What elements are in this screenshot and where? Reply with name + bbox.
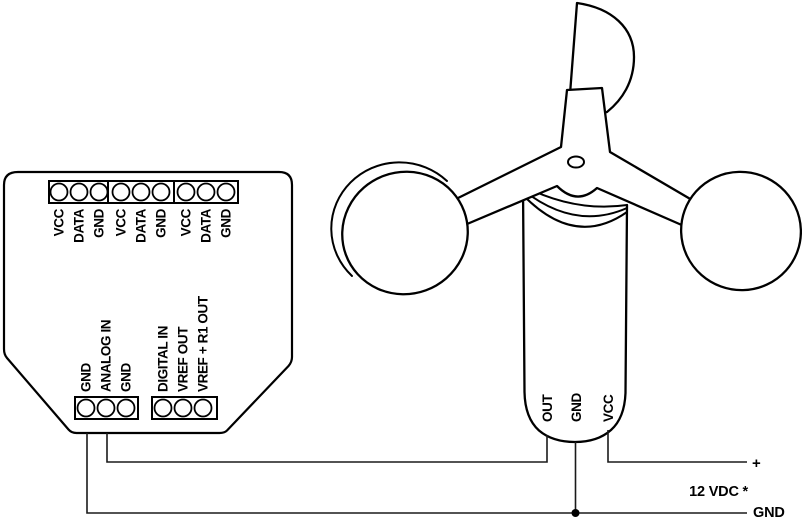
sensor-cap-ring	[522, 194, 628, 228]
pin-label-vref-out: VREF OUT	[176, 326, 191, 392]
pin-label-data: DATA	[72, 208, 87, 243]
digital-pin	[153, 398, 173, 418]
wire-analog-in-to-out	[106, 433, 548, 463]
sensor-label-out: OUT	[540, 394, 555, 422]
pin-label-digital-in: DIGITAL IN	[156, 326, 171, 392]
header-pin	[49, 182, 69, 202]
sensor-label-vcc: VCC	[601, 394, 616, 422]
header-pin	[111, 182, 131, 202]
anemometer-cup-right	[679, 170, 802, 292]
wire-gnd-board-to-bus	[86, 433, 747, 514]
header-pin	[151, 182, 171, 202]
hub-hole	[567, 155, 585, 169]
pin-label-gnd: GND	[92, 208, 107, 237]
digital-pin	[193, 398, 213, 418]
sensor-cap-ring	[522, 189, 628, 218]
pin-label-vcc: VCC	[114, 208, 129, 236]
header-pin	[196, 182, 216, 202]
header-pin	[131, 182, 151, 202]
pin-label-gnd: GND	[154, 208, 169, 237]
digital-pin	[173, 398, 193, 418]
analog-pin	[76, 398, 96, 418]
board-outline	[2, 170, 294, 435]
junction-dot	[571, 509, 580, 517]
sensor-label-gnd: GND	[569, 393, 584, 422]
header-pin	[69, 182, 89, 202]
header-pin	[176, 182, 196, 202]
analog-pin	[116, 398, 136, 418]
analog-pin	[96, 398, 116, 418]
anemometer-cup-left	[341, 170, 469, 296]
pin-label-gnd: GND	[79, 363, 94, 392]
pin-label-gnd: GND	[119, 363, 134, 392]
header-pin	[216, 182, 236, 202]
cup-rim-line	[330, 161, 448, 277]
positive-terminal-label: +	[752, 455, 761, 472]
supply-voltage-label: 12 VDC *	[689, 484, 748, 500]
pin-label-gnd: GND	[219, 208, 234, 237]
pin-label-data: DATA	[134, 208, 149, 243]
ground-terminal-label: GND	[753, 505, 785, 518]
wire-sensor-vcc-to-plus	[607, 430, 747, 463]
pin-label-vcc: VCC	[52, 208, 67, 236]
header-pin	[89, 182, 109, 202]
pin-label-vref-r1-out: VREF + R1 OUT	[196, 295, 211, 392]
pin-label-vcc: VCC	[179, 208, 194, 236]
pin-label-analog-in: ANALOG IN	[99, 320, 114, 392]
pin-label-data: DATA	[199, 208, 214, 243]
